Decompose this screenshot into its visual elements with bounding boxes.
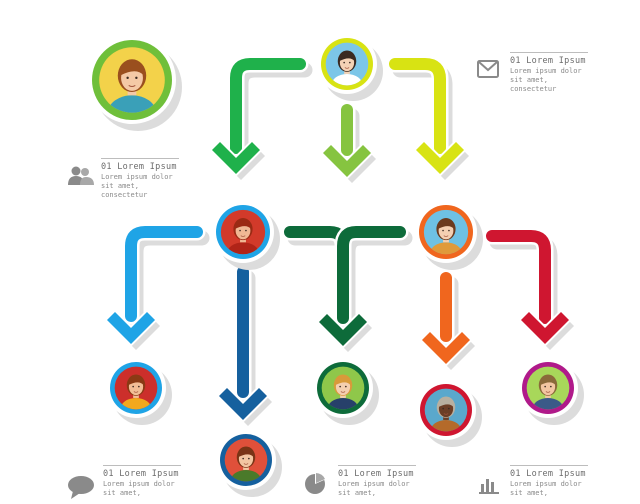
avatar-bottom-blue-boy [106, 358, 172, 425]
info-block-chat: 01 Lorem Ipsum Lorem ipsum dolor sit ame… [103, 465, 181, 498]
avatar-mid-blue-woman [212, 201, 280, 270]
arrow-orange-down [420, 269, 475, 370]
arrow-left-top [210, 55, 313, 180]
info-text: Lorem ipsum dolor sit amet, consectetur [510, 67, 582, 93]
info-block-pie: 01 Lorem Ipsum Lorem ipsum dolor sit ame… [338, 465, 416, 498]
avatar-top-man [317, 34, 383, 101]
info-title: 01 Lorem Ipsum [103, 469, 179, 479]
divider [510, 52, 588, 53]
arrow-blue-left [105, 223, 210, 350]
users-icon [67, 165, 95, 191]
envelope-icon [477, 60, 499, 82]
connector-arrows [105, 55, 574, 426]
divider [101, 158, 179, 159]
arrow-blue-down [217, 263, 272, 426]
arrow-green-branch-right [317, 223, 413, 352]
divider [338, 465, 416, 466]
avatar-bottom-orange-man [416, 380, 482, 447]
bar-chart-icon [478, 474, 500, 498]
avatar-woman-yellow [88, 36, 182, 131]
info-block-users: 01 Lorem Ipsum Lorem ipsum dolor sit ame… [101, 158, 179, 200]
info-title: 01 Lorem Ipsum [101, 162, 177, 172]
divider [510, 465, 588, 466]
chat-bubble-icon [67, 475, 95, 504]
info-title: 01 Lorem Ipsum [510, 56, 586, 66]
avatar-bottom-darkblue-woman [216, 430, 282, 497]
info-title: 01 Lorem Ipsum [338, 469, 414, 479]
info-block-bars: 01 Lorem Ipsum Lorem ipsum dolor sit ame… [510, 465, 588, 498]
people-avatars [88, 34, 584, 497]
arrow-right-top [386, 55, 469, 180]
info-text: Lorem ipsum dolor sit amet, [103, 480, 175, 497]
divider [103, 465, 181, 466]
arrow-red-right [483, 227, 574, 350]
avatar-bottom-green-woman [313, 358, 379, 425]
info-text: Lorem ipsum dolor sit amet, [510, 480, 582, 497]
arrow-center-top [321, 101, 376, 183]
pie-chart-icon [303, 472, 327, 500]
info-title: 01 Lorem Ipsum [510, 469, 586, 479]
avatar-bottom-red-oldman [518, 358, 584, 425]
info-text: Lorem ipsum dolor sit amet, [338, 480, 410, 497]
info-block-mail: 01 Lorem Ipsum Lorem ipsum dolor sit ame… [510, 52, 588, 94]
avatar-mid-orange-woman [415, 201, 483, 270]
info-text: Lorem ipsum dolor sit amet, consectetur [101, 173, 173, 199]
